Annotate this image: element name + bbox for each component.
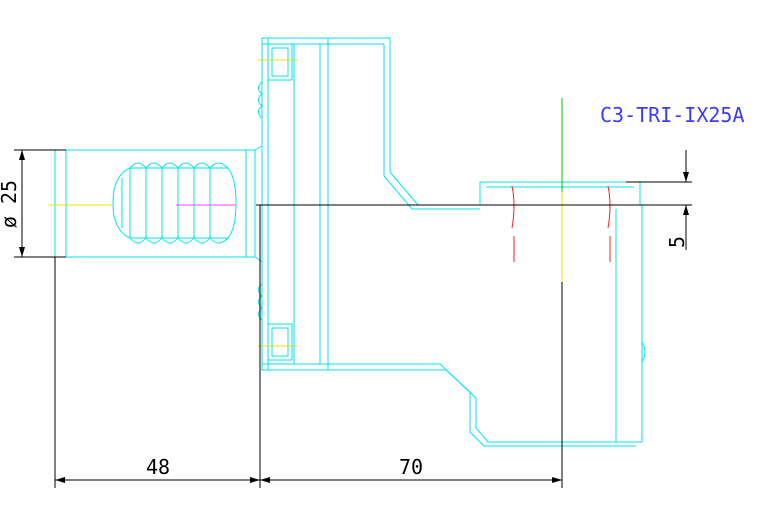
- bottom-bolt: [267, 323, 293, 361]
- shank: [54, 145, 263, 263]
- dimensions: [14, 149, 692, 488]
- diameter-dimension: [14, 149, 66, 258]
- flange: [258, 37, 329, 371]
- tool-body: [328, 37, 646, 447]
- serration: [112, 162, 237, 244]
- right-length-label: 70: [399, 455, 423, 479]
- length-dimensions: [54, 205, 563, 488]
- drawing-title: C3-TRI-IX25A: [600, 103, 745, 127]
- diameter-label: ø 25: [0, 180, 21, 228]
- top-bolt: [267, 43, 293, 81]
- offset-dimension: [626, 150, 692, 250]
- center-lines: [48, 59, 611, 347]
- left-length-label: 48: [146, 455, 170, 479]
- offset-label: 5: [665, 236, 689, 248]
